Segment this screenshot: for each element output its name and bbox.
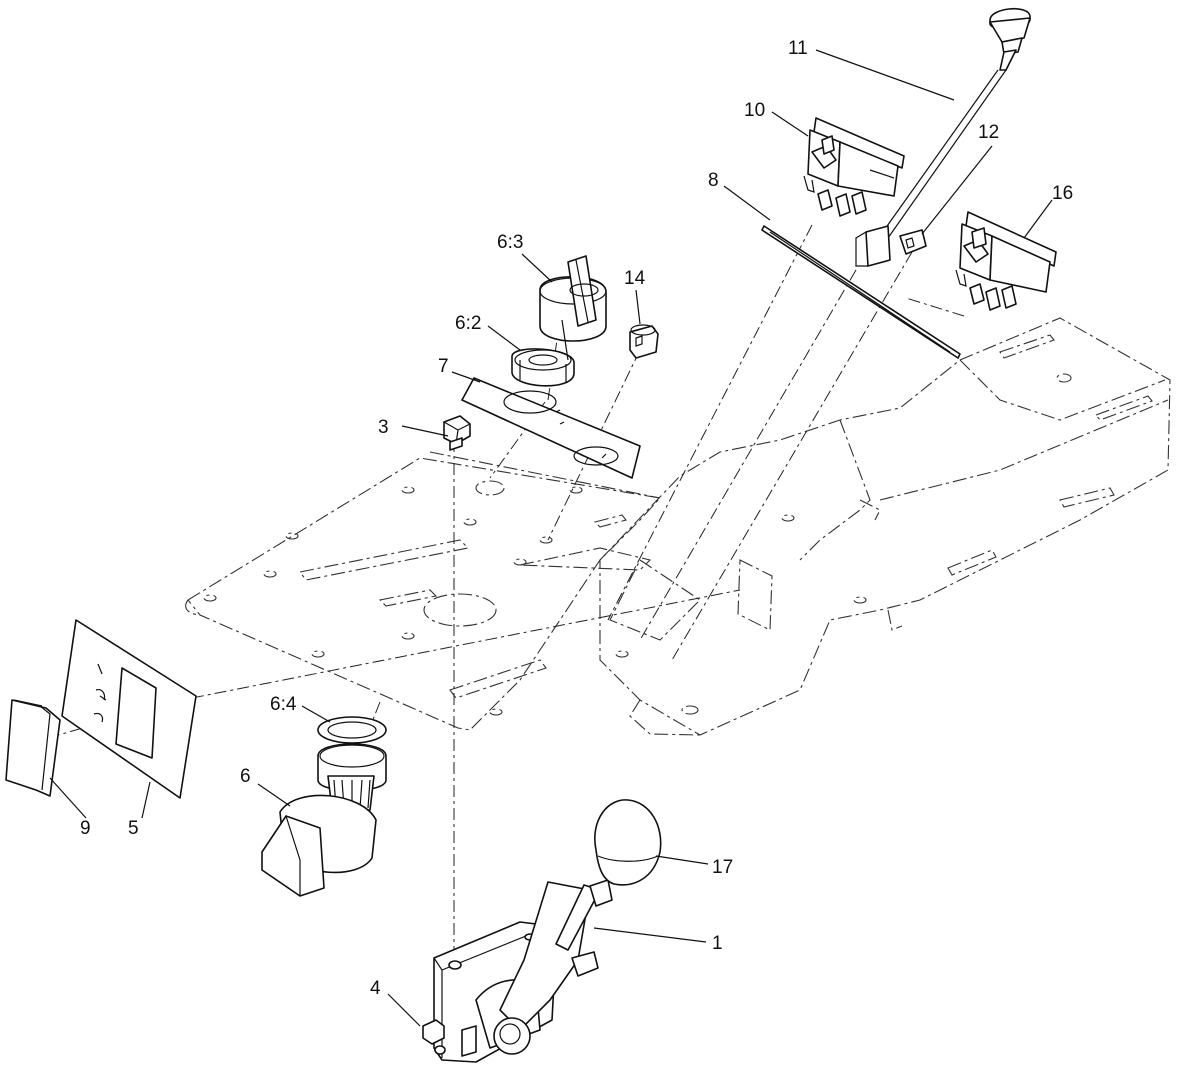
callout-3: 3 — [378, 417, 389, 438]
rocker-switch-left — [803, 117, 905, 217]
connector — [899, 229, 927, 255]
callout-5: 5 — [128, 818, 139, 839]
leader-lines — [49, 49, 1053, 1027]
switch-nut — [511, 348, 575, 387]
callout-6-3: 6:3 — [497, 232, 523, 253]
callout-7: 7 — [438, 356, 449, 377]
callout-1: 1 — [712, 933, 723, 954]
callout-8: 8 — [708, 170, 719, 191]
bolt — [443, 415, 471, 451]
callout-11: 11 — [788, 38, 808, 59]
callout-10: 10 — [744, 100, 765, 121]
callout-labels: 1 3 4 5 6 6:2 6:3 6:4 7 8 9 10 11 12 14 … — [80, 38, 1073, 999]
decal-panel — [61, 619, 197, 799]
switch-knob — [539, 255, 607, 361]
callout-17: 17 — [712, 857, 733, 878]
frame-tower-phantom — [599, 317, 1171, 736]
switch-plate — [461, 377, 641, 479]
callout-9: 9 — [80, 818, 91, 839]
callout-4: 4 — [370, 978, 381, 999]
lever-knob — [589, 799, 662, 907]
hole-plug — [5, 699, 61, 797]
wire-harness-lamp — [855, 8, 1031, 267]
gasket — [761, 225, 961, 359]
rocker-switch-right — [955, 211, 1057, 311]
callout-6-2: 6:2 — [455, 313, 481, 334]
callout-16: 16 — [1052, 183, 1073, 204]
nut — [422, 1019, 445, 1045]
mounting-plate-phantom — [185, 451, 662, 731]
callout-6-4: 6:4 — [270, 694, 297, 715]
ignition-switch — [261, 716, 387, 897]
callout-14: 14 — [624, 268, 646, 289]
small-plug — [629, 324, 659, 359]
callout-12: 12 — [978, 122, 999, 143]
control-lever-assembly — [424, 881, 601, 1063]
callout-6: 6 — [240, 766, 251, 787]
assembly-center-lines — [47, 224, 965, 970]
